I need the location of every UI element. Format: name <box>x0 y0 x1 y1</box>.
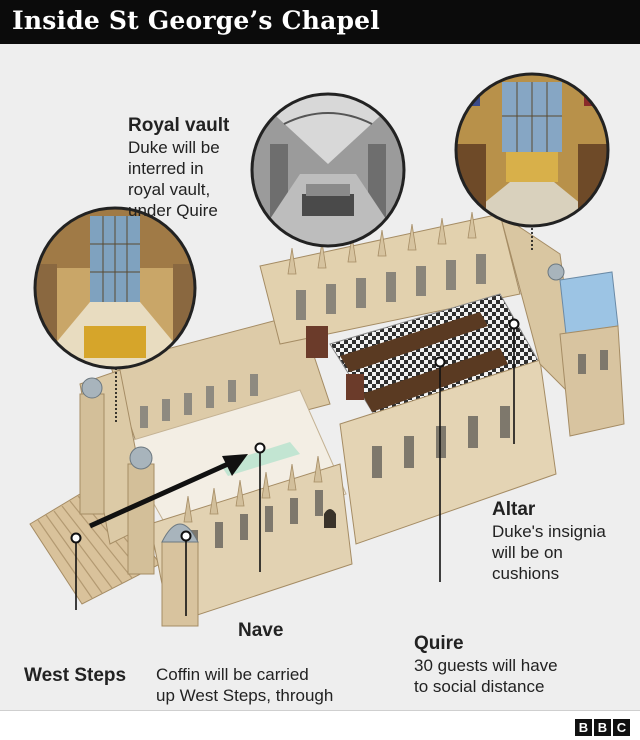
royal-vault-description: Duke will be interred in royal vault, un… <box>128 138 220 220</box>
coffin-route-arrow <box>88 454 248 529</box>
nave-marker <box>254 442 266 454</box>
quire-description: 30 guests will have to social distance <box>414 656 558 696</box>
bbc-logo-letter-2: B <box>594 719 611 736</box>
altar-marker <box>508 318 520 330</box>
quire-label: Quire 30 guests will have to social dist… <box>414 632 558 697</box>
bbc-logo-letter-3: C <box>613 719 630 736</box>
nave-structure <box>79 313 353 627</box>
altar-description: Duke's insignia will be on cushions <box>492 522 606 583</box>
footer: B B C <box>0 710 640 740</box>
altar-title: Altar <box>492 499 536 520</box>
royal-vault-title: Royal vault <box>128 115 230 136</box>
inset-nave-interior <box>33 206 197 370</box>
royal-vault-label: Royal vault Duke will be interred in roy… <box>128 114 229 221</box>
page-title: Inside St George’s Chapel <box>12 6 380 35</box>
west-steps-title: West Steps <box>24 665 127 686</box>
coffin-marker <box>180 530 192 542</box>
chapel-illustration: Royal vault Duke will be interred in roy… <box>0 44 640 740</box>
quire-structure <box>259 211 625 545</box>
bbc-logo: B B C <box>575 719 630 736</box>
inset-quire-interior <box>454 72 610 228</box>
nave-title: Nave <box>238 620 284 641</box>
west-steps-marker <box>70 532 82 544</box>
header-bar: Inside St George’s Chapel <box>0 0 640 44</box>
west-steps-label: West Steps <box>24 664 126 687</box>
altar-label: Altar Duke's insignia will be on cushion… <box>492 498 606 584</box>
inset-royal-vault <box>250 92 406 248</box>
location-markers <box>70 318 520 544</box>
quire-marker <box>434 356 446 368</box>
bbc-logo-letter-1: B <box>575 719 592 736</box>
chapel-cutaway-svg <box>29 72 625 627</box>
quire-title: Quire <box>414 633 464 654</box>
nave-label: Nave <box>238 619 283 642</box>
leader-lines <box>75 228 533 616</box>
